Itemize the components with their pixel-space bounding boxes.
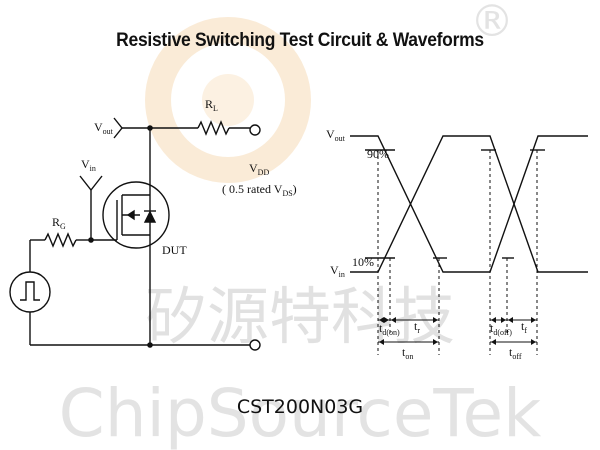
tr-label: tr — [414, 319, 420, 335]
arrowhead — [379, 317, 384, 323]
circuit-vin-label: Vin — [81, 157, 96, 173]
pulse-symbol — [20, 281, 40, 301]
rl-label: RL — [205, 97, 218, 113]
watermark-chinese: 矽源特科技 — [145, 280, 455, 353]
arrowhead — [508, 317, 513, 323]
rg-resistor — [44, 232, 77, 248]
pulse-generator — [9, 271, 51, 313]
timing-guides — [377, 150, 538, 355]
part-number: CST200N03G — [236, 396, 364, 418]
arrowhead — [391, 317, 396, 323]
arrowhead — [531, 339, 536, 345]
waveform-vin-label: Vin — [330, 263, 345, 279]
test-circuit — [9, 117, 261, 351]
arrowhead — [433, 317, 438, 323]
rg-label: RG — [52, 215, 66, 231]
vin-waveform — [350, 135, 588, 273]
junction-ground — [147, 342, 153, 348]
timing-arrowheads — [379, 317, 536, 345]
vdd-label: VDD — [249, 161, 269, 177]
watermark-registered-mark: ® — [470, 0, 514, 47]
pct10-label: 10% — [352, 255, 374, 269]
watermark: ® 矽源特科技 ChipSourceTek — [59, 0, 543, 450]
figure-title: Resistive Switching Test Circuit & Wavef… — [116, 30, 484, 51]
circuit-vout-label: Vout — [94, 120, 114, 136]
rl-resistor — [197, 120, 230, 136]
vdd-note: ( 0.5 rated VDS) — [222, 182, 297, 198]
watermark-logo-ring — [145, 17, 311, 183]
watermark-logo-core — [202, 74, 254, 126]
channel-arrow — [126, 209, 135, 221]
vout-probe-arrow — [113, 117, 123, 139]
junction-gate — [88, 237, 94, 243]
dut-label: DUT — [162, 243, 187, 257]
t-off-label: toff — [509, 345, 522, 361]
ground-terminal — [249, 339, 261, 351]
t-on-label: ton — [402, 345, 413, 361]
arrowhead — [384, 317, 389, 323]
tf-label: tf — [521, 319, 527, 335]
arrowhead — [501, 317, 506, 323]
vdd-terminal — [249, 124, 261, 136]
circuit-junctions — [88, 125, 153, 348]
td-on-label: td(on) — [379, 321, 400, 337]
pct90-label: 90% — [367, 147, 389, 161]
arrowhead — [531, 317, 536, 323]
arrowhead — [491, 339, 496, 345]
body-diode — [143, 210, 157, 223]
vin-probe-arrow — [79, 175, 103, 192]
watermark-latin: ChipSourceTek — [59, 375, 543, 450]
waveform-vout-label: Vout — [326, 127, 346, 143]
arrowhead — [379, 339, 384, 345]
vout-waveform — [350, 135, 588, 273]
dut-mosfet-body — [102, 181, 170, 249]
td-off-label: td(off) — [490, 321, 512, 337]
arrowhead — [491, 317, 496, 323]
junction-drain — [147, 125, 153, 131]
arrowhead — [433, 339, 438, 345]
